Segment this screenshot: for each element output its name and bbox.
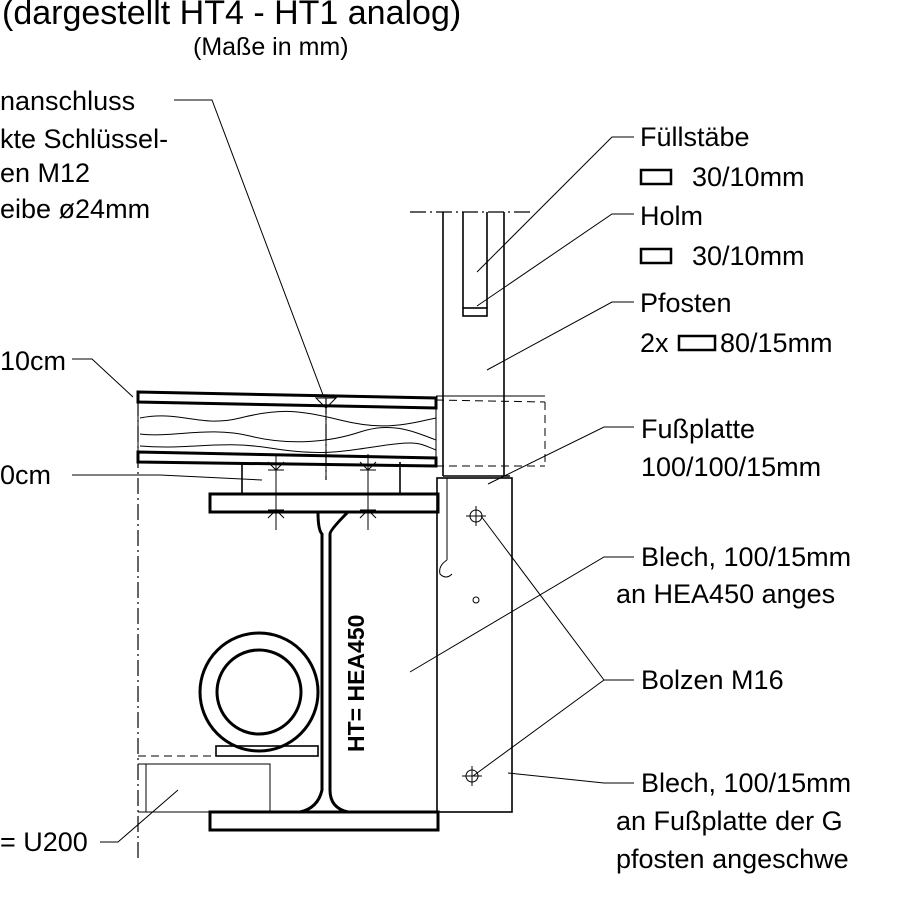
leader-blech-2 <box>507 772 634 784</box>
label-blech-2-line-2: an Fußplatte der G <box>616 806 843 836</box>
label-bolzen: Bolzen M16 <box>641 665 784 695</box>
leader-10cm <box>72 358 134 398</box>
leader-u200 <box>100 789 179 843</box>
hea450-beam: HT= HEA450 <box>208 492 440 832</box>
label-pfosten-prefix: 2x <box>640 328 669 358</box>
u200-label: = U200 <box>0 827 88 857</box>
label-pfosten-dim: 80/15mm <box>720 328 833 358</box>
deck-slab <box>136 390 438 480</box>
note-line-1: nanschluss <box>0 86 135 116</box>
drawing-subtitle: (Maße in mm) <box>193 33 349 61</box>
note-line-4: eibe ø24mm <box>0 194 150 224</box>
leader-fussplatte <box>487 426 634 485</box>
label-blech-1-line-1: Blech, 100/15mm <box>641 542 851 572</box>
rect-section-icon <box>677 334 717 352</box>
bolt-crosshair-icon <box>466 506 486 526</box>
leader-0cm <box>72 474 263 481</box>
u200-channel <box>138 755 318 813</box>
rect-section-icon <box>639 247 673 265</box>
holm-section <box>462 307 488 317</box>
beam-label: HT= HEA450 <box>343 615 369 752</box>
leader-bolzen <box>472 515 634 777</box>
label-blech-1-line-2: an HEA450 anges <box>616 579 835 609</box>
connection-note: nanschluss kte Schlüssel- en M12 eibe ø2… <box>0 86 168 224</box>
note-line-3: en M12 <box>0 158 90 188</box>
drawing-title: (dargestellt HT4 - HT1 analog) <box>2 0 461 32</box>
label-blech-2-line-1: Blech, 100/15mm <box>641 768 851 798</box>
leader-holm <box>476 213 634 307</box>
pipe-support <box>215 745 319 757</box>
label-blech-2-line-3: pfosten angeschwe <box>616 844 849 874</box>
leader-pfosten <box>486 301 634 371</box>
bolt-crosshair-icon <box>462 766 482 786</box>
leader-blech-1 <box>409 556 634 673</box>
clamp-marks <box>241 454 401 530</box>
label-holm-dim: 30/10mm <box>692 241 805 271</box>
note-line-2: kte Schlüssel- <box>0 124 168 154</box>
post-assembly <box>410 211 546 476</box>
label-pfosten: Pfosten <box>640 288 732 318</box>
dim-label-10cm: 10cm <box>0 346 66 376</box>
label-holm: Holm <box>640 201 703 231</box>
dim-label-0cm: 0cm <box>0 460 51 490</box>
base-plate <box>436 475 513 813</box>
pipe <box>198 631 320 757</box>
leader-connection <box>174 99 324 396</box>
label-fuellstaebe: Füllstäbe <box>640 122 750 152</box>
leader-fuellstaebe <box>476 136 634 273</box>
label-fussplatte: Fußplatte <box>641 414 755 444</box>
label-fussplatte-dim: 100/100/15mm <box>641 452 821 482</box>
label-fuellstaebe-dim: 30/10mm <box>692 162 805 192</box>
rect-section-icon <box>639 168 673 186</box>
